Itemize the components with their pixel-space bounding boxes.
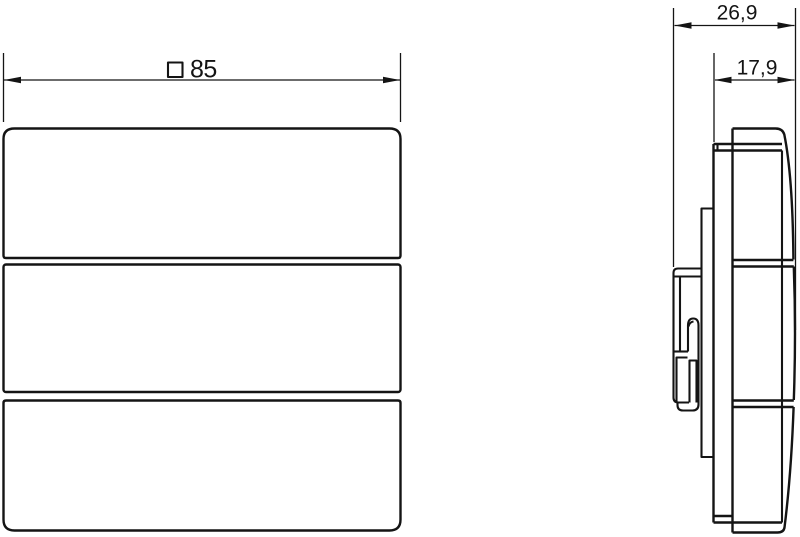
square-symbol-icon bbox=[166, 61, 184, 79]
claw-outer bbox=[676, 317, 700, 412]
clamp-inner-panel bbox=[675, 356, 688, 402]
dimension-label-17-9: 17,9 bbox=[737, 57, 778, 80]
arrowhead-left bbox=[4, 76, 21, 84]
arrowhead-right bbox=[777, 76, 795, 84]
bus-coupler-box bbox=[700, 207, 714, 459]
rocker-bottom-profile bbox=[732, 406, 795, 534]
dimension-label-26-9: 26,9 bbox=[717, 2, 758, 25]
clamp-outer-contour bbox=[672, 267, 702, 404]
dimension-26-9: 26,9 bbox=[672, 2, 797, 330]
arrowhead-left bbox=[674, 22, 692, 29]
dimension-17-9: 17,9 bbox=[713, 53, 795, 142]
claw-inner-arc bbox=[687, 320, 694, 327]
claw-inner-panel bbox=[688, 359, 698, 403]
dimension-label-85: 85 bbox=[190, 56, 217, 84]
dimension-85: 85 bbox=[2, 53, 402, 122]
rocker-bottom bbox=[2, 399, 402, 532]
arrowhead-left bbox=[714, 76, 732, 84]
rocker-top bbox=[2, 127, 402, 260]
rocker-top-profile bbox=[732, 127, 795, 260]
arrowhead-right bbox=[383, 76, 400, 84]
side-view bbox=[672, 127, 797, 534]
mounting-clamp bbox=[672, 267, 702, 412]
rocker-middle bbox=[2, 263, 402, 394]
arrowhead-right bbox=[777, 22, 795, 29]
rocker-middle-profile bbox=[792, 266, 797, 401]
front-view bbox=[2, 127, 402, 532]
